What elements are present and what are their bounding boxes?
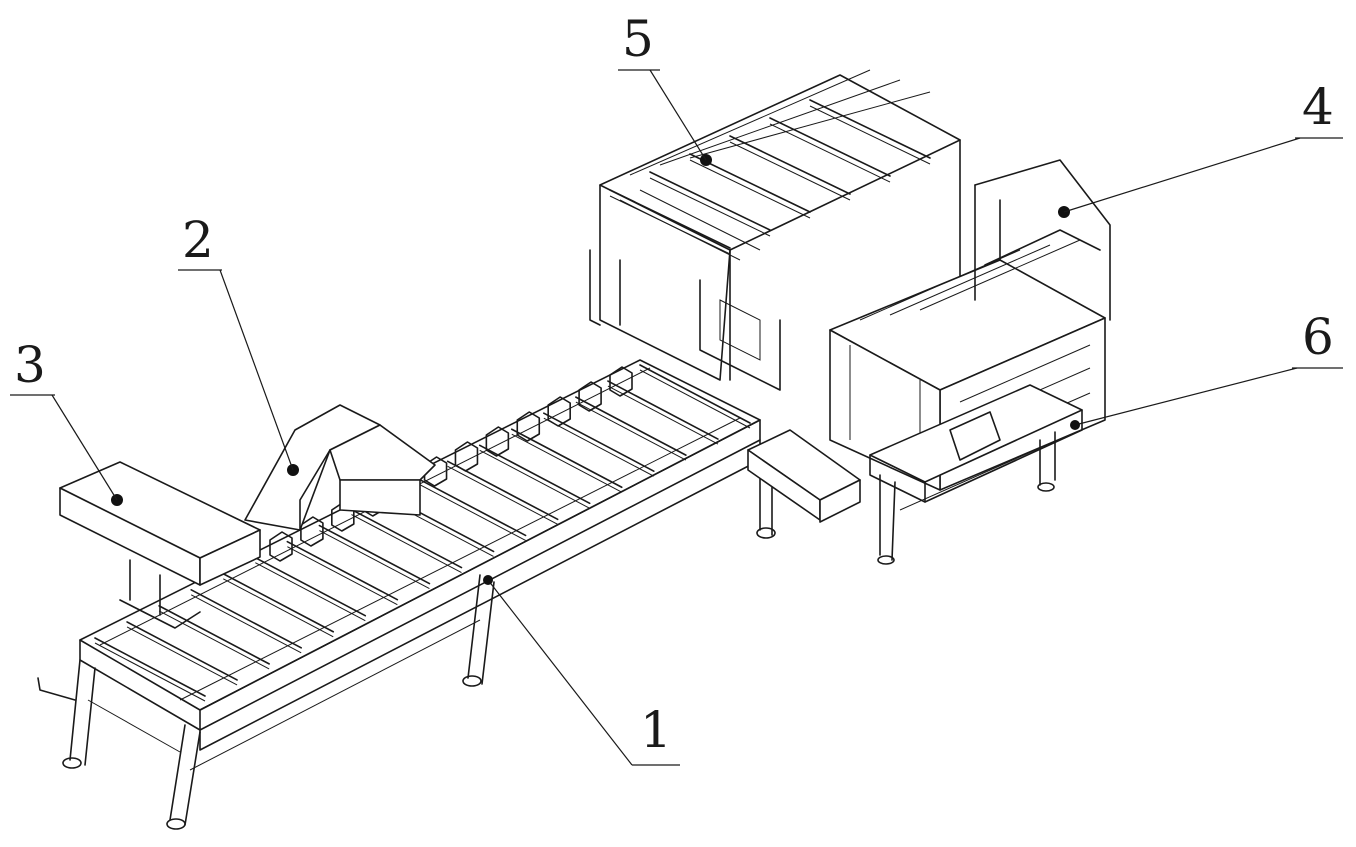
conveyor-roller: [254, 556, 367, 617]
conveyor-roller-edge: [607, 385, 719, 445]
leader-6: [1074, 367, 1298, 426]
clamp-unit: [516, 411, 541, 442]
conveyor-roller: [286, 540, 399, 601]
conveyor-roller-edge: [543, 417, 655, 477]
callout-4: 4: [1302, 78, 1334, 136]
conveyor-roller-edge: [511, 433, 622, 493]
conveyor-roller: [190, 589, 302, 649]
conveyor-roller: [639, 364, 751, 424]
callout-1: 1: [640, 701, 672, 759]
clamp-unit: [454, 441, 479, 472]
conveyor-roller: [478, 444, 591, 505]
conveyor-roller: [126, 621, 238, 681]
conveyor-roller: [543, 412, 655, 472]
upper-cross-bar-edge: [729, 141, 851, 201]
clamp-unit: [547, 396, 571, 427]
conveyor-roller: [350, 508, 463, 569]
conveyor-roller-edge: [447, 465, 558, 525]
lower-right-base: [869, 384, 1083, 565]
clamp-unit: [423, 456, 448, 487]
clamp-unit: [485, 426, 510, 457]
upper-cross-bar-edge: [769, 123, 891, 183]
conveyor-roller: [222, 572, 335, 633]
conveyor-roller-edge: [479, 449, 590, 509]
conveyor-roller: [158, 605, 270, 665]
upper-cross-bar: [769, 117, 891, 177]
conveyor-roller-edge: [94, 642, 206, 702]
conveyor-roller-edge: [415, 481, 526, 541]
upper-cross-bar: [609, 189, 731, 249]
clamp-unit: [609, 366, 633, 397]
conveyor-frame: [37, 359, 776, 830]
upper-cross-bars: [609, 99, 931, 255]
conveyor-roller: [607, 380, 719, 440]
leader-1: [487, 579, 633, 766]
upper-cross-bar-edge: [609, 195, 731, 255]
conveyor-roller: [510, 428, 623, 489]
upper-cross-bar: [729, 135, 851, 195]
upper-cross-bar-edge: [809, 105, 931, 165]
leader-4: [1063, 137, 1301, 213]
conveyor-roller-edge: [255, 562, 366, 622]
clamp-unit: [269, 531, 293, 562]
conveyor-rollers: [94, 364, 751, 702]
middle-side-box: [747, 429, 861, 523]
conveyor-roller-edge: [575, 401, 687, 461]
conveyor-roller-edge: [223, 578, 334, 638]
second-housing: [244, 404, 436, 531]
conveyor-roller-edge: [351, 514, 462, 573]
upper-cross-bar: [809, 99, 931, 159]
conveyor-roller-edge: [639, 369, 751, 429]
upper-frame: [589, 69, 961, 391]
callout-5: 5: [622, 10, 654, 68]
conveyor-roller: [94, 637, 206, 697]
clamp-unit: [578, 381, 602, 412]
upper-cross-bar-edge: [689, 159, 811, 219]
callout-3: 3: [14, 336, 46, 394]
conveyor-roller-edge: [190, 594, 302, 654]
conveyor-roller-edge: [126, 626, 238, 686]
leader-2: [219, 269, 294, 471]
left-housing: [59, 461, 261, 629]
conveyor-roller-edge: [158, 610, 270, 670]
upper-cross-bar: [649, 171, 771, 231]
leader-5: [649, 69, 707, 161]
conveyor-roller-edge: [319, 530, 430, 590]
leader-lines: [10, 69, 1343, 766]
conveyor-roller: [414, 476, 527, 537]
leader-1-dot: [483, 575, 493, 585]
leader-6-dot: [1070, 420, 1080, 430]
conveyor-roller: [318, 524, 431, 585]
conveyor-roller: [575, 396, 687, 456]
callout-6: 6: [1302, 308, 1334, 366]
clamp-unit: [300, 516, 324, 547]
upper-cross-bar-edge: [649, 177, 771, 237]
leader-3: [51, 394, 118, 501]
conveyor-roller-edge: [287, 546, 398, 606]
callout-2: 2: [182, 211, 214, 269]
